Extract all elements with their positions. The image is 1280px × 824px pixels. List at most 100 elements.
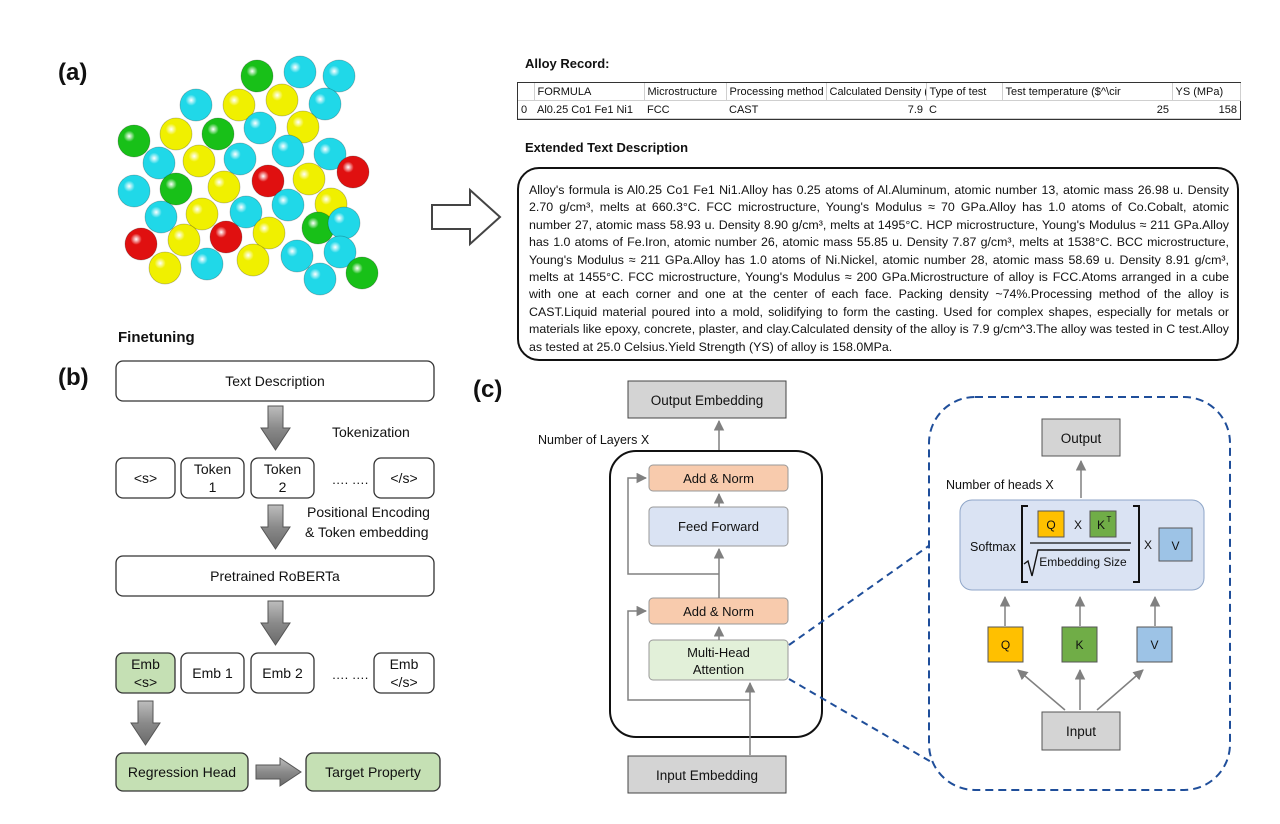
atom-sphere: [323, 235, 357, 269]
kt-transpose-label: T: [1107, 515, 1112, 524]
alloy-record-title: Alloy Record:: [525, 56, 610, 71]
zoom-line-bottom: [788, 678, 946, 771]
v-input-box: V: [1136, 626, 1173, 663]
k-input-box: K: [1061, 626, 1098, 663]
regression-head-label: Regression Head: [128, 764, 236, 780]
table-cell-formula: Al0.25 Co1 Fe1 Ni1: [534, 100, 644, 119]
atom-sphere: [283, 55, 317, 89]
token-end-s-label: </s>: [390, 470, 417, 486]
emb-s-token: <s>: [134, 674, 157, 690]
feed-forward-box: Feed Forward: [648, 506, 789, 547]
emb-s-label: Emb: [131, 656, 160, 672]
right-bracket-icon: [1133, 505, 1140, 583]
target-property-label: Target Property: [325, 764, 421, 780]
atom-sphere: [271, 134, 305, 168]
atom-sphere: [159, 117, 193, 151]
emb-2-label: Emb 2: [262, 665, 303, 681]
atom-sphere: [322, 59, 356, 93]
right-arrow-icon: [255, 757, 302, 787]
atom-sphere: [222, 88, 256, 122]
output-box: Output: [1041, 418, 1121, 457]
atom-sphere: [124, 227, 158, 261]
encoder-layer-container: [609, 450, 823, 738]
mha-label-line1: Multi-Head: [687, 645, 750, 660]
k-input-label: K: [1075, 638, 1083, 652]
table-header-processing: Processing method: [726, 83, 827, 101]
v-matrix-label: V: [1171, 539, 1179, 553]
target-property-box: Target Property: [305, 752, 441, 792]
kt-matrix-label: K: [1097, 518, 1105, 532]
atom-sphere: [313, 137, 347, 171]
q-input-label: Q: [1001, 638, 1010, 652]
table-header-ys: YS (MPa): [1172, 83, 1241, 101]
input-box: Input: [1041, 711, 1121, 751]
multiply-label: X: [1074, 518, 1082, 532]
emb-ellipsis: …. ….: [332, 667, 369, 682]
table-cell-processing: CAST: [726, 100, 826, 119]
atom-sphere: [286, 110, 320, 144]
output-embedding-box: Output Embedding: [627, 380, 787, 419]
kt-matrix-box: [1089, 510, 1117, 538]
output-label: Output: [1061, 431, 1102, 446]
token-ellipsis: …. ….: [332, 472, 369, 487]
atom-sphere: [327, 206, 361, 240]
input-embedding-label: Input Embedding: [656, 768, 758, 783]
atom-sphere: [185, 197, 219, 231]
atom-sphere: [144, 200, 178, 234]
atom-sphere: [251, 164, 285, 198]
atom-sphere: [167, 223, 201, 257]
table-cell-test-type: C: [926, 100, 1002, 119]
table-header-density: Calculated Density (: [826, 83, 927, 101]
left-bracket-icon: [1021, 505, 1028, 583]
emb-2-box: Emb 2: [250, 652, 315, 694]
multiply-label: X: [1144, 538, 1152, 552]
atom-sphere: [201, 117, 235, 151]
finetuning-title: Finetuning: [118, 329, 195, 346]
token-s-label: <s>: [134, 470, 157, 486]
emb-s-box: Emb <s>: [115, 652, 176, 694]
token-2-box: Token 2: [250, 457, 315, 499]
mha-label-line2: Attention: [693, 662, 744, 677]
zoom-line-top: [788, 544, 931, 646]
token-1-label: Token: [194, 461, 231, 477]
emb-end-s-token: </s>: [390, 674, 417, 690]
multi-head-attention-box: Multi-Head Attention: [648, 639, 789, 681]
token-s-box: <s>: [115, 457, 176, 499]
atom-sphere: [308, 87, 342, 121]
atom-sphere: [148, 251, 182, 285]
atom-sphere: [179, 88, 213, 122]
atom-sphere: [280, 239, 314, 273]
atom-sphere: [229, 195, 263, 229]
v-input-label: V: [1150, 638, 1158, 652]
atom-sphere: [182, 144, 216, 178]
add-norm-bottom-box: Add & Norm: [648, 597, 789, 625]
table-cell-microstructure: FCC: [644, 100, 726, 119]
token-1-index: 1: [209, 479, 217, 495]
softmax-label: Softmax: [970, 540, 1017, 554]
q-matrix-box: [1037, 510, 1065, 538]
atom-sphere: [345, 256, 379, 290]
emb-end-s-box: Emb </s>: [373, 652, 435, 694]
table-header-microstructure: Microstructure: [644, 83, 727, 101]
atom-sphere: [265, 83, 299, 117]
attention-arrows: [999, 595, 1161, 711]
table-header-test-type: Type of test: [926, 83, 1003, 101]
table-header-row: FORMULA Microstructure Processing method…: [518, 83, 1241, 101]
table-header-index: [518, 83, 535, 101]
text-description-label: Text Description: [225, 373, 325, 389]
atom-sphere: [252, 216, 286, 250]
panel-a-label: (a): [58, 59, 87, 86]
table-cell-temperature: 25: [1002, 100, 1172, 119]
add-norm-bottom-label: Add & Norm: [683, 604, 754, 619]
table-cell-density: 7.9: [826, 100, 926, 119]
q-matrix-label: Q: [1046, 518, 1055, 532]
table-cell-index: 0: [518, 100, 534, 119]
alloy-record-table: FORMULA Microstructure Processing method…: [517, 82, 1241, 120]
attention-detail-box: [928, 396, 1231, 791]
number-of-layers-label: Number of Layers X: [538, 433, 650, 447]
atom-sphere: [336, 155, 370, 189]
right-arrow-icon: [431, 187, 502, 247]
add-norm-top-box: Add & Norm: [648, 464, 789, 492]
atom-sphere: [223, 142, 257, 176]
